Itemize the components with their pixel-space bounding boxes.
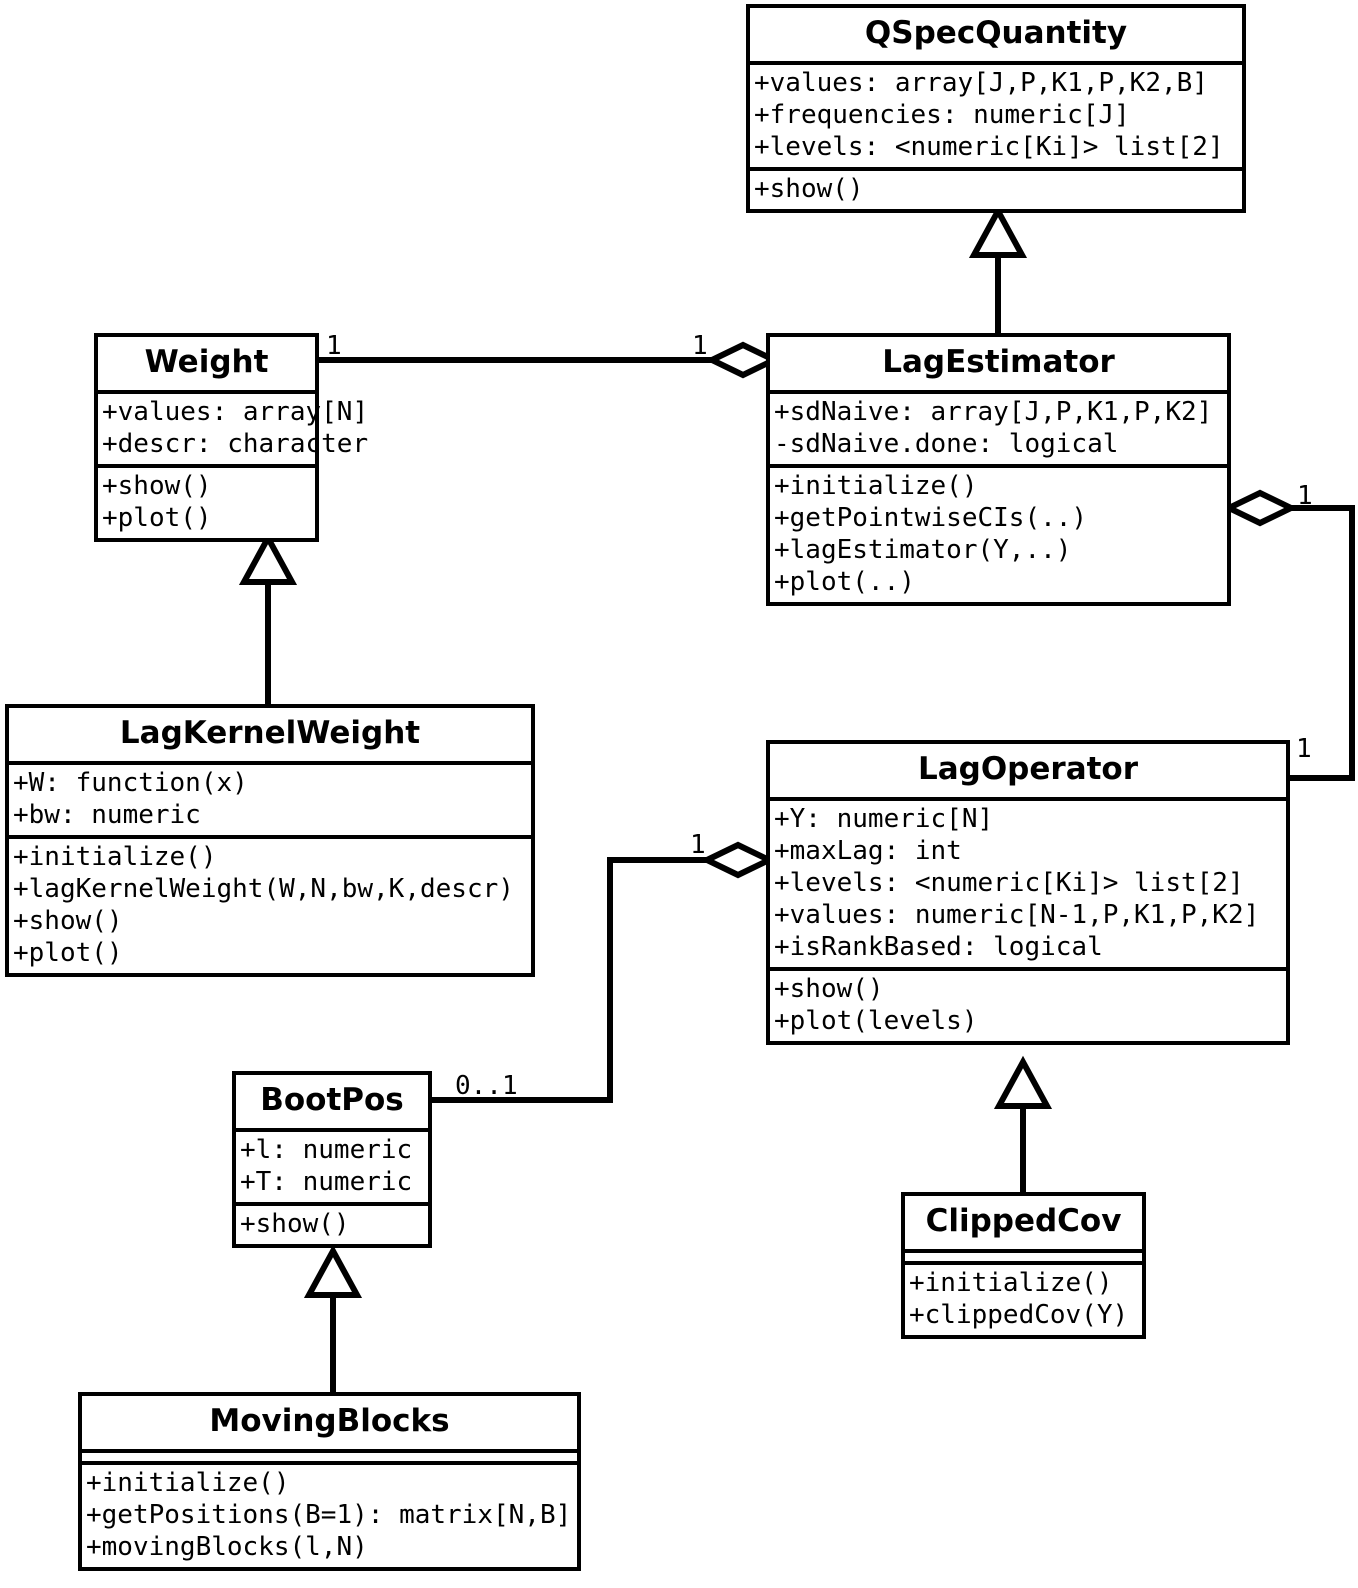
- class-name-qspecquantity: QSpecQuantity: [864, 15, 1128, 51]
- method-row: +plot(..): [774, 567, 915, 597]
- method-row: +movingBlocks(l,N): [86, 1532, 368, 1562]
- class-name-weight: Weight: [144, 344, 269, 380]
- method-row: +getPointwiseCIs(..): [774, 503, 1088, 533]
- method-row: +plot(): [13, 938, 123, 968]
- attributes-compartment-lagoperator: +Y: numeric[N] +maxLag: int +levels: <nu…: [770, 797, 1286, 967]
- multiplicity-lagestimator-left: 1: [692, 331, 708, 361]
- class-name-movingblocks: MovingBlocks: [209, 1403, 450, 1439]
- class-box-movingblocks[interactable]: MovingBlocks +initialize() +getPositions…: [78, 1392, 581, 1571]
- class-box-lagkernelweight[interactable]: LagKernelWeight +W: function(x) +bw: num…: [5, 704, 535, 977]
- generalization-lagkernelweight-to-weight: [238, 531, 298, 704]
- method-row: +show(): [240, 1209, 350, 1239]
- class-box-weight[interactable]: Weight +values: array[N] +descr: charact…: [94, 333, 369, 542]
- attribute-row: +isRankBased: logical: [774, 932, 1103, 962]
- attributes-compartment-weight: +values: array[N] +descr: character: [98, 390, 369, 464]
- class-name-lagkernelweight: LagKernelWeight: [119, 715, 421, 751]
- attribute-row: +l: numeric: [240, 1135, 413, 1165]
- attribute-row: +descr: character: [102, 429, 369, 459]
- generalization-lagestimator-to-qspecquantity: [968, 204, 1028, 333]
- method-row: +initialize(): [13, 842, 217, 872]
- methods-compartment-weight: +show() +plot(): [98, 464, 315, 538]
- aggregation-lagoperator-to-lagestimator: [1222, 489, 1355, 781]
- multiplicity-lagoperator-topright: 1: [1296, 734, 1312, 764]
- attribute-row: +W: function(x): [13, 768, 248, 798]
- multiplicity-weight-right: 1: [326, 331, 342, 361]
- method-row: +initialize(): [86, 1468, 290, 1498]
- attribute-row: +values: numeric[N-1,P,K1,P,K2]: [774, 900, 1260, 930]
- class-name-lagestimator: LagEstimator: [882, 344, 1115, 380]
- generalization-movingblocks-to-bootpos: [303, 1244, 363, 1400]
- attribute-row: +values: array[J,P,K1,P,K2,B]: [754, 68, 1208, 98]
- class-name-clippedcov: ClippedCov: [925, 1203, 1122, 1239]
- method-row: +getPositions(B=1): matrix[N,B]: [86, 1500, 572, 1530]
- attribute-row: +sdNaive: array[J,P,K1,P,K2]: [774, 397, 1213, 427]
- class-box-bootpos[interactable]: BootPos +l: numeric +T: numeric +show(): [232, 1071, 432, 1248]
- class-box-qspecquantity[interactable]: QSpecQuantity +values: array[J,P,K1,P,K2…: [746, 4, 1246, 213]
- attributes-compartment-qspecquantity: +values: array[J,P,K1,P,K2,B] +frequenci…: [750, 61, 1242, 167]
- methods-compartment-lagoperator: +show() +plot(levels): [770, 967, 1286, 1041]
- attribute-row: +bw: numeric: [13, 800, 201, 830]
- method-row: +plot(levels): [774, 1006, 978, 1036]
- attributes-compartment-clippedcov: [905, 1249, 1142, 1261]
- multiplicity-lagoperator-left: 1: [690, 830, 706, 860]
- class-name-bootpos: BootPos: [260, 1082, 404, 1118]
- attributes-compartment-bootpos: +l: numeric +T: numeric: [236, 1128, 428, 1202]
- generalization-clippedcov-to-lagoperator: [993, 1055, 1053, 1200]
- method-row: +clippedCov(Y): [909, 1300, 1129, 1330]
- attribute-row: +levels: <numeric[Ki]> list[2]: [774, 868, 1244, 898]
- methods-compartment-lagkernelweight: +initialize() +lagKernelWeight(W,N,bw,K,…: [9, 835, 531, 973]
- attribute-row: -sdNaive.done: logical: [774, 429, 1119, 459]
- methods-compartment-bootpos: +show(): [236, 1202, 428, 1244]
- methods-compartment-lagestimator: +initialize() +getPointwiseCIs(..) +lagE…: [770, 464, 1227, 602]
- methods-compartment-clippedcov: +initialize() +clippedCov(Y): [905, 1261, 1142, 1335]
- attributes-compartment-lagestimator: +sdNaive: array[J,P,K1,P,K2] -sdNaive.do…: [770, 390, 1227, 464]
- attributes-compartment-movingblocks: [82, 1449, 577, 1461]
- method-row: +show(): [754, 174, 864, 204]
- methods-compartment-movingblocks: +initialize() +getPositions(B=1): matrix…: [82, 1461, 577, 1567]
- multiplicity-lagestimator-right: 1: [1297, 481, 1313, 511]
- method-row: +show(): [13, 906, 123, 936]
- method-row: +plot(): [102, 503, 212, 533]
- method-row: +lagKernelWeight(W,N,bw,K,descr): [13, 874, 514, 904]
- method-row: +show(): [102, 471, 212, 501]
- method-row: +initialize(): [909, 1268, 1113, 1298]
- attribute-row: +T: numeric: [240, 1167, 413, 1197]
- attribute-row: +levels: <numeric[Ki]> list[2]: [754, 132, 1224, 162]
- method-row: +show(): [774, 974, 884, 1004]
- attribute-row: +maxLag: int: [774, 836, 962, 866]
- methods-compartment-qspecquantity: +show(): [750, 167, 1242, 209]
- attribute-row: +frequencies: numeric[J]: [754, 100, 1130, 130]
- attributes-compartment-lagkernelweight: +W: function(x) +bw: numeric: [9, 761, 531, 835]
- class-box-lagoperator[interactable]: LagOperator +Y: numeric[N] +maxLag: int …: [766, 740, 1290, 1045]
- class-name-lagoperator: LagOperator: [917, 751, 1139, 787]
- class-box-lagestimator[interactable]: LagEstimator +sdNaive: array[J,P,K1,P,K2…: [766, 333, 1231, 606]
- method-row: +initialize(): [774, 471, 978, 501]
- multiplicity-bootpos-right: 0..1: [455, 1071, 518, 1101]
- method-row: +lagEstimator(Y,..): [774, 535, 1072, 565]
- class-box-clippedcov[interactable]: ClippedCov +initialize() +clippedCov(Y): [901, 1192, 1146, 1339]
- attribute-row: +Y: numeric[N]: [774, 804, 994, 834]
- attribute-row: +values: array[N]: [102, 397, 369, 427]
